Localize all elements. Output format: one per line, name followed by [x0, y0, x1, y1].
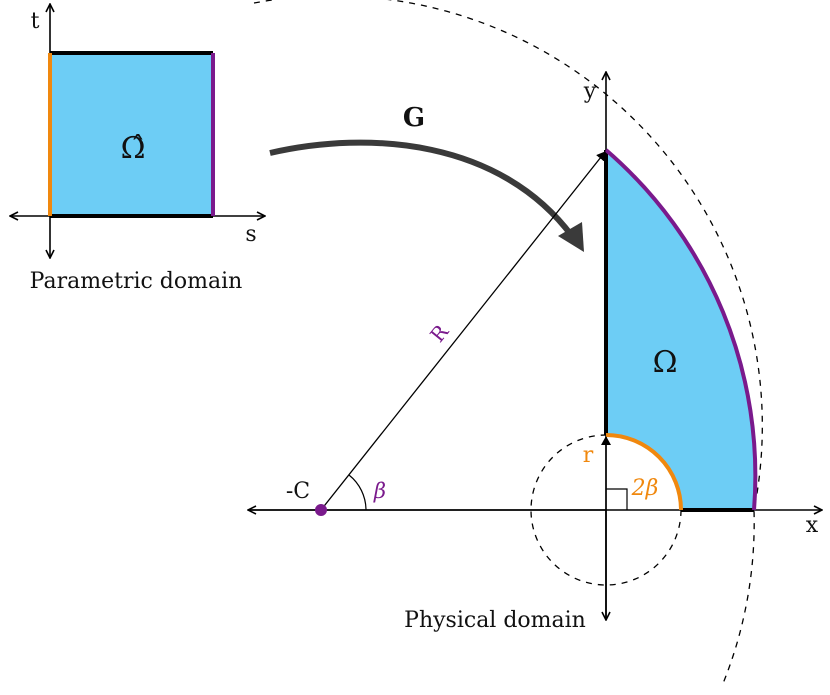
phys-domain-symbol: Ω [653, 345, 678, 380]
mapping-arrowhead [558, 222, 584, 252]
big-dashed-circle [253, 0, 763, 687]
radius-big-label: R [425, 319, 454, 347]
param-domain-symbol: Ω̂ [121, 131, 146, 166]
param-axis-t-label: t [31, 9, 40, 34]
angle-2beta-label: 2β [631, 476, 659, 501]
angle-beta-arc [348, 474, 367, 511]
phys-axis-y-label: y [583, 79, 597, 104]
radius-big-line [320, 151, 606, 511]
right-angle-marker [606, 488, 628, 510]
physical-domain: Ω x y Physical domain -C R r β 2β [248, 0, 822, 687]
center-label: -C [286, 479, 310, 504]
phys-outer-arc [604, 148, 758, 511]
center-point [315, 504, 327, 516]
mapping-label: G [403, 103, 425, 133]
angle-beta-label: β [373, 479, 386, 503]
physical-region [606, 150, 756, 510]
param-caption: Parametric domain [30, 269, 243, 294]
phys-inner-arc [605, 433, 683, 511]
radius-small-label: r [583, 443, 594, 468]
param-axis-s-label: s [245, 222, 256, 247]
mapping-arrow: G [269, 103, 584, 252]
parametric-domain: Ω̂ s t Parametric domain [10, 4, 265, 294]
mapping-curve [269, 139, 575, 238]
parametric-square [50, 53, 213, 216]
phys-axis-x-label: x [806, 513, 819, 538]
phys-caption: Physical domain [404, 608, 586, 633]
